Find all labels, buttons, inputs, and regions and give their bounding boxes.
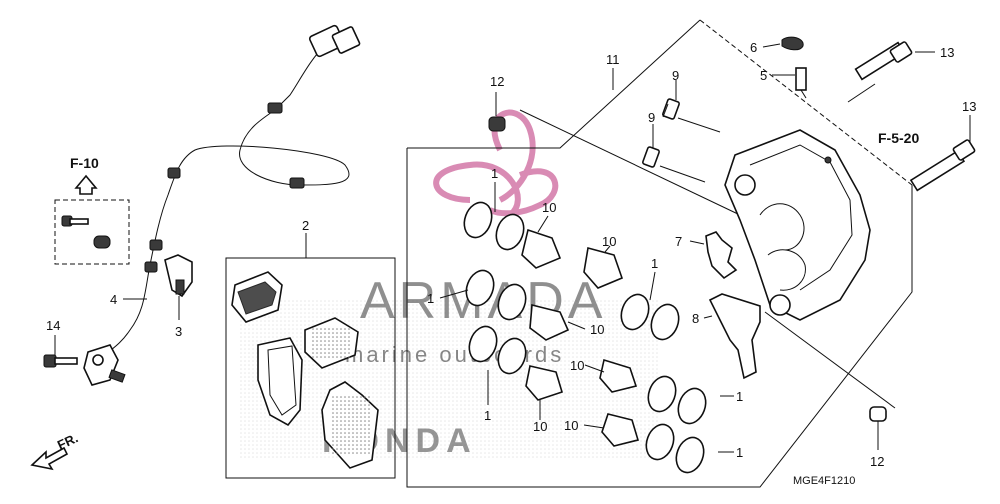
pad-retainer xyxy=(708,293,761,380)
leader-line xyxy=(764,311,896,409)
brake-pad-set xyxy=(225,257,396,479)
piston xyxy=(583,246,624,289)
callout-9: 9 xyxy=(672,68,679,83)
callout-8: 8 xyxy=(692,311,699,326)
brake-pad-shim xyxy=(304,317,359,369)
callout-1: 1 xyxy=(484,408,491,423)
callout-1: 1 xyxy=(736,389,743,404)
piston-seal xyxy=(645,423,675,461)
wire-grommet xyxy=(144,261,158,273)
callout-5: 5 xyxy=(760,68,767,83)
callout-12: 12 xyxy=(490,74,504,89)
callout-10: 10 xyxy=(542,200,556,215)
callout-1: 1 xyxy=(491,166,498,181)
wire-grommet xyxy=(289,177,305,189)
piston-seal xyxy=(497,283,527,321)
callout-1: 1 xyxy=(736,445,743,460)
piston-seal xyxy=(677,387,707,425)
pad-spring xyxy=(705,231,738,280)
callout-11: 11 xyxy=(606,52,620,67)
caliper-bore xyxy=(769,294,791,316)
diagram-code: MGE4F1210 xyxy=(793,475,855,487)
piston-seal xyxy=(647,375,677,413)
piston xyxy=(601,413,640,447)
piston-seal xyxy=(465,269,495,307)
piston-seal xyxy=(620,293,650,331)
piston-seal xyxy=(650,303,680,341)
brake-pad xyxy=(231,271,283,323)
bleeder-screw xyxy=(795,67,807,99)
callout-2: 2 xyxy=(302,218,309,233)
sensor-bolt-hole xyxy=(92,354,104,366)
callout-13: 13 xyxy=(940,45,954,60)
brake-pad xyxy=(257,337,303,427)
piston xyxy=(521,228,562,269)
wire-grommet xyxy=(167,167,181,179)
callout-10: 10 xyxy=(590,322,604,337)
callout-4: 4 xyxy=(110,292,117,307)
pad-pin-bolt xyxy=(662,98,721,133)
callout-14: 14 xyxy=(46,318,60,333)
sensor-connector-plug xyxy=(331,26,361,54)
callout-1: 1 xyxy=(427,291,434,306)
caliper-mount-bolt xyxy=(847,41,913,103)
watermark-tagline: marine outboards xyxy=(345,342,564,367)
callout-1: 1 xyxy=(651,256,658,271)
caliper-collar xyxy=(869,406,887,422)
callout-13: 13 xyxy=(962,99,976,114)
wheel-speed-sensor xyxy=(83,24,361,386)
f10-subassembly: F-10 xyxy=(54,155,130,265)
callout-10: 10 xyxy=(570,358,584,373)
sensor-tip xyxy=(108,369,126,383)
leader-line xyxy=(519,109,741,216)
callout-6: 6 xyxy=(750,40,757,55)
piston xyxy=(599,358,638,393)
brake-pad-shim xyxy=(321,381,379,469)
callout-10: 10 xyxy=(564,418,578,433)
piston xyxy=(525,365,563,401)
front-label: FR. xyxy=(55,430,80,452)
ref-f520: F-5-20 xyxy=(878,130,919,146)
caliper-outline xyxy=(406,19,913,488)
bolt-shank xyxy=(69,218,89,225)
f10-arrow-icon xyxy=(74,174,98,195)
ref-f10: F-10 xyxy=(70,155,99,171)
front-direction-indicator: FR. xyxy=(30,430,80,471)
piston-seal xyxy=(497,337,527,375)
clip-tab xyxy=(175,279,185,295)
caliper-mount-bolt xyxy=(909,139,976,192)
front-arrow-icon xyxy=(30,446,69,471)
wire-grommet xyxy=(149,239,163,251)
caliper-bore xyxy=(734,174,756,196)
callout-labels: 12 11 9 9 6 5 13 13 F-5-20 7 8 2 3 4 14 … xyxy=(46,40,976,469)
callout-9: 9 xyxy=(648,110,655,125)
bleeder-cap xyxy=(781,36,804,51)
caliper-collar xyxy=(488,116,506,132)
piston xyxy=(529,303,570,341)
callout-3: 3 xyxy=(175,324,182,339)
callout-leaders xyxy=(54,43,971,453)
callout-10: 10 xyxy=(602,234,616,249)
wire-clip xyxy=(164,254,193,298)
piston-group xyxy=(463,201,707,474)
wire-grommet xyxy=(267,102,283,114)
callout-7: 7 xyxy=(675,234,682,249)
pad-pin-bolt xyxy=(642,146,706,183)
sensor-mount-bolt xyxy=(43,354,78,368)
caliper-body xyxy=(724,129,871,321)
piston-seal xyxy=(463,201,493,239)
piston-seal xyxy=(675,436,705,474)
callout-10: 10 xyxy=(533,419,547,434)
piston-seal xyxy=(468,325,498,363)
callout-12: 12 xyxy=(870,454,884,469)
piston-seal xyxy=(495,213,525,251)
bleeder-port xyxy=(824,156,832,164)
grommet xyxy=(93,235,111,249)
